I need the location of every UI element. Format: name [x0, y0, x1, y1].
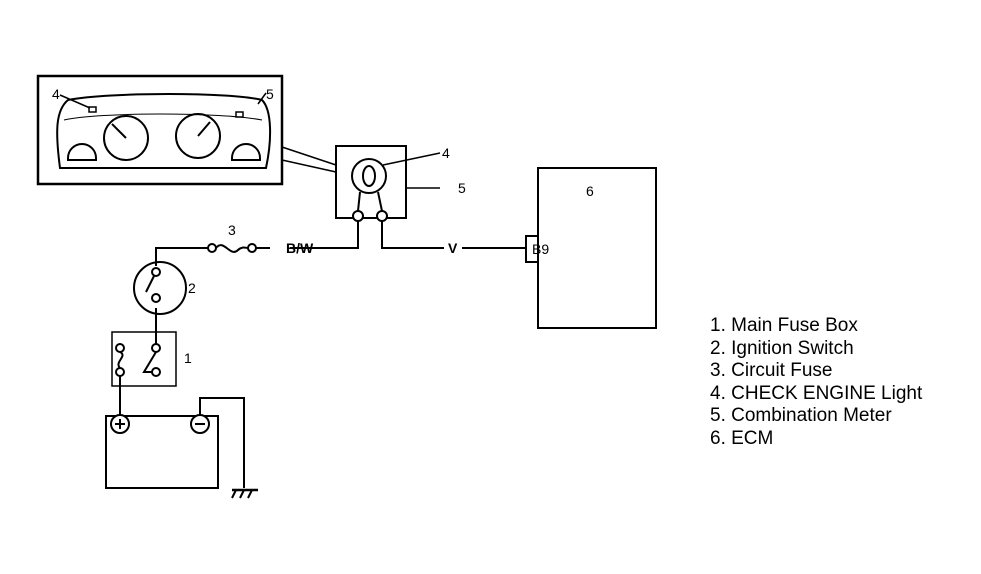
bulb-callout-4: 4 [442, 145, 450, 161]
legend-item: 5. Combination Meter [710, 405, 892, 426]
fusebox-number: 1 [184, 350, 192, 366]
switch-number: 2 [188, 280, 196, 296]
ecm-pin-label: B9 [532, 241, 549, 257]
wire-bw-label: B/W [286, 240, 314, 256]
legend-item: 3. Circuit Fuse [710, 360, 833, 381]
wires [119, 221, 526, 488]
ecm-number: 6 [586, 183, 594, 199]
legend-item: 1. Main Fuse Box [710, 315, 858, 336]
ecm-box [537, 167, 657, 329]
meter-callout-5: 5 [266, 86, 274, 102]
main-fuse-box [111, 331, 177, 387]
legend-item: 2. Ignition Switch [710, 337, 854, 359]
meter-callout-4: 4 [52, 86, 60, 102]
battery [105, 414, 219, 489]
legend: 1. Main Fuse Box 2. Ignition Switch 3. C… [710, 315, 922, 450]
check-engine-light [335, 145, 441, 222]
legend-item: 6. ECM [710, 427, 774, 449]
wire-v-label: V [448, 240, 458, 256]
bulb-callout-5: 5 [458, 180, 466, 196]
legend-item: 4. CHECK ENGINE Light [710, 382, 923, 404]
circuit-fuse [207, 243, 257, 253]
combination-meter-inset [36, 74, 337, 186]
fuse-number: 3 [228, 222, 236, 238]
ignition-switch [133, 261, 187, 315]
ground-icon [231, 488, 258, 499]
